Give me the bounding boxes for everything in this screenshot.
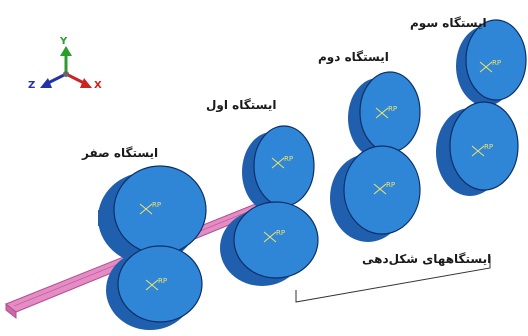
rp-label: RP xyxy=(276,229,285,237)
rp-label: RP xyxy=(492,59,501,67)
station-one-lower-roll xyxy=(220,201,319,286)
rp-marker: RP xyxy=(479,59,501,73)
rp-marker: RP xyxy=(375,105,397,119)
station-zero-lower-roll xyxy=(106,245,203,330)
rp-marker: RP xyxy=(139,201,161,215)
forming-stations-bracket xyxy=(295,256,491,303)
station-three-lower-roll xyxy=(436,101,519,196)
station-two-lower-roll xyxy=(330,145,421,242)
station-one-upper-roll xyxy=(242,125,315,212)
rp-marker: RP xyxy=(271,155,293,169)
rp-label: RP xyxy=(388,105,397,113)
rp-marker: RP xyxy=(373,181,395,195)
rp-marker: RP xyxy=(263,229,285,243)
station-zero-label: ایستگاه صفر xyxy=(82,146,159,160)
rp-marker: RP xyxy=(471,143,493,157)
rp-label: RP xyxy=(484,143,493,151)
reference-points: RP RP RP RP RP RP xyxy=(139,59,501,291)
station-two-upper-roll xyxy=(348,71,421,158)
station-one-label: ایستگاه اول xyxy=(206,98,277,112)
axis-z-label: Z xyxy=(28,80,36,91)
rp-marker: RP xyxy=(145,277,167,291)
axis-y-label: Y xyxy=(60,36,68,47)
forming-stations-label: ایستگاههای شکل‌دهی xyxy=(362,252,492,266)
rp-label: RP xyxy=(152,201,161,209)
coordinate-triad xyxy=(40,46,92,88)
station-three-upper-roll xyxy=(456,19,527,106)
rp-label: RP xyxy=(158,277,167,285)
station-two-label: ایستگاه دوم xyxy=(318,50,389,64)
rp-label: RP xyxy=(386,181,395,189)
rp-label: RP xyxy=(284,155,293,163)
station-three-label: ایستگاه سوم xyxy=(410,16,487,30)
axis-x-label: X xyxy=(94,80,102,91)
